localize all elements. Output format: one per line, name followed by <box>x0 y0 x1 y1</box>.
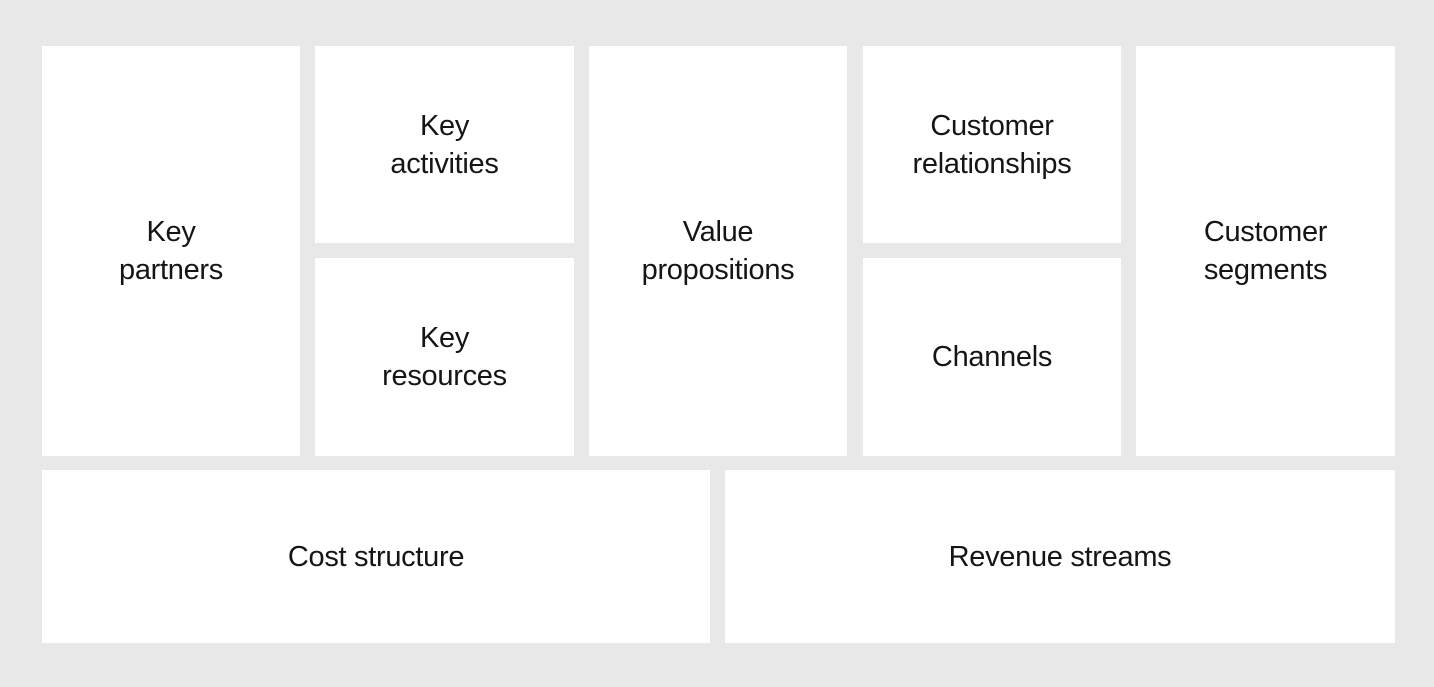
customer-relationships-label: Customer relationships <box>912 109 1072 180</box>
customer-relationships-block: Customer relationships <box>863 46 1121 243</box>
key-activities-label: Key activities <box>390 109 499 180</box>
cost-structure-label: Cost structure <box>287 540 465 573</box>
cost-structure-block: Cost structure <box>42 470 710 643</box>
customer-segments-block: Customer segments <box>1136 46 1395 456</box>
key-resources-block: Key resources <box>315 258 574 456</box>
customer-segments-label: Customer segments <box>1203 216 1328 286</box>
key-partners-block: Key partners <box>42 46 300 456</box>
channels-block: Channels <box>863 258 1121 456</box>
value-propositions-block: Value propositions <box>589 46 847 456</box>
channels-label: Channels <box>931 341 1053 373</box>
key-activities-block: Key activities <box>315 46 574 243</box>
revenue-streams-label: Revenue streams <box>948 540 1172 573</box>
key-partners-label: Key partners <box>119 216 223 286</box>
value-propositions-label: Value propositions <box>641 216 795 286</box>
revenue-streams-block: Revenue streams <box>725 470 1395 643</box>
key-resources-label: Key resources <box>382 322 507 392</box>
